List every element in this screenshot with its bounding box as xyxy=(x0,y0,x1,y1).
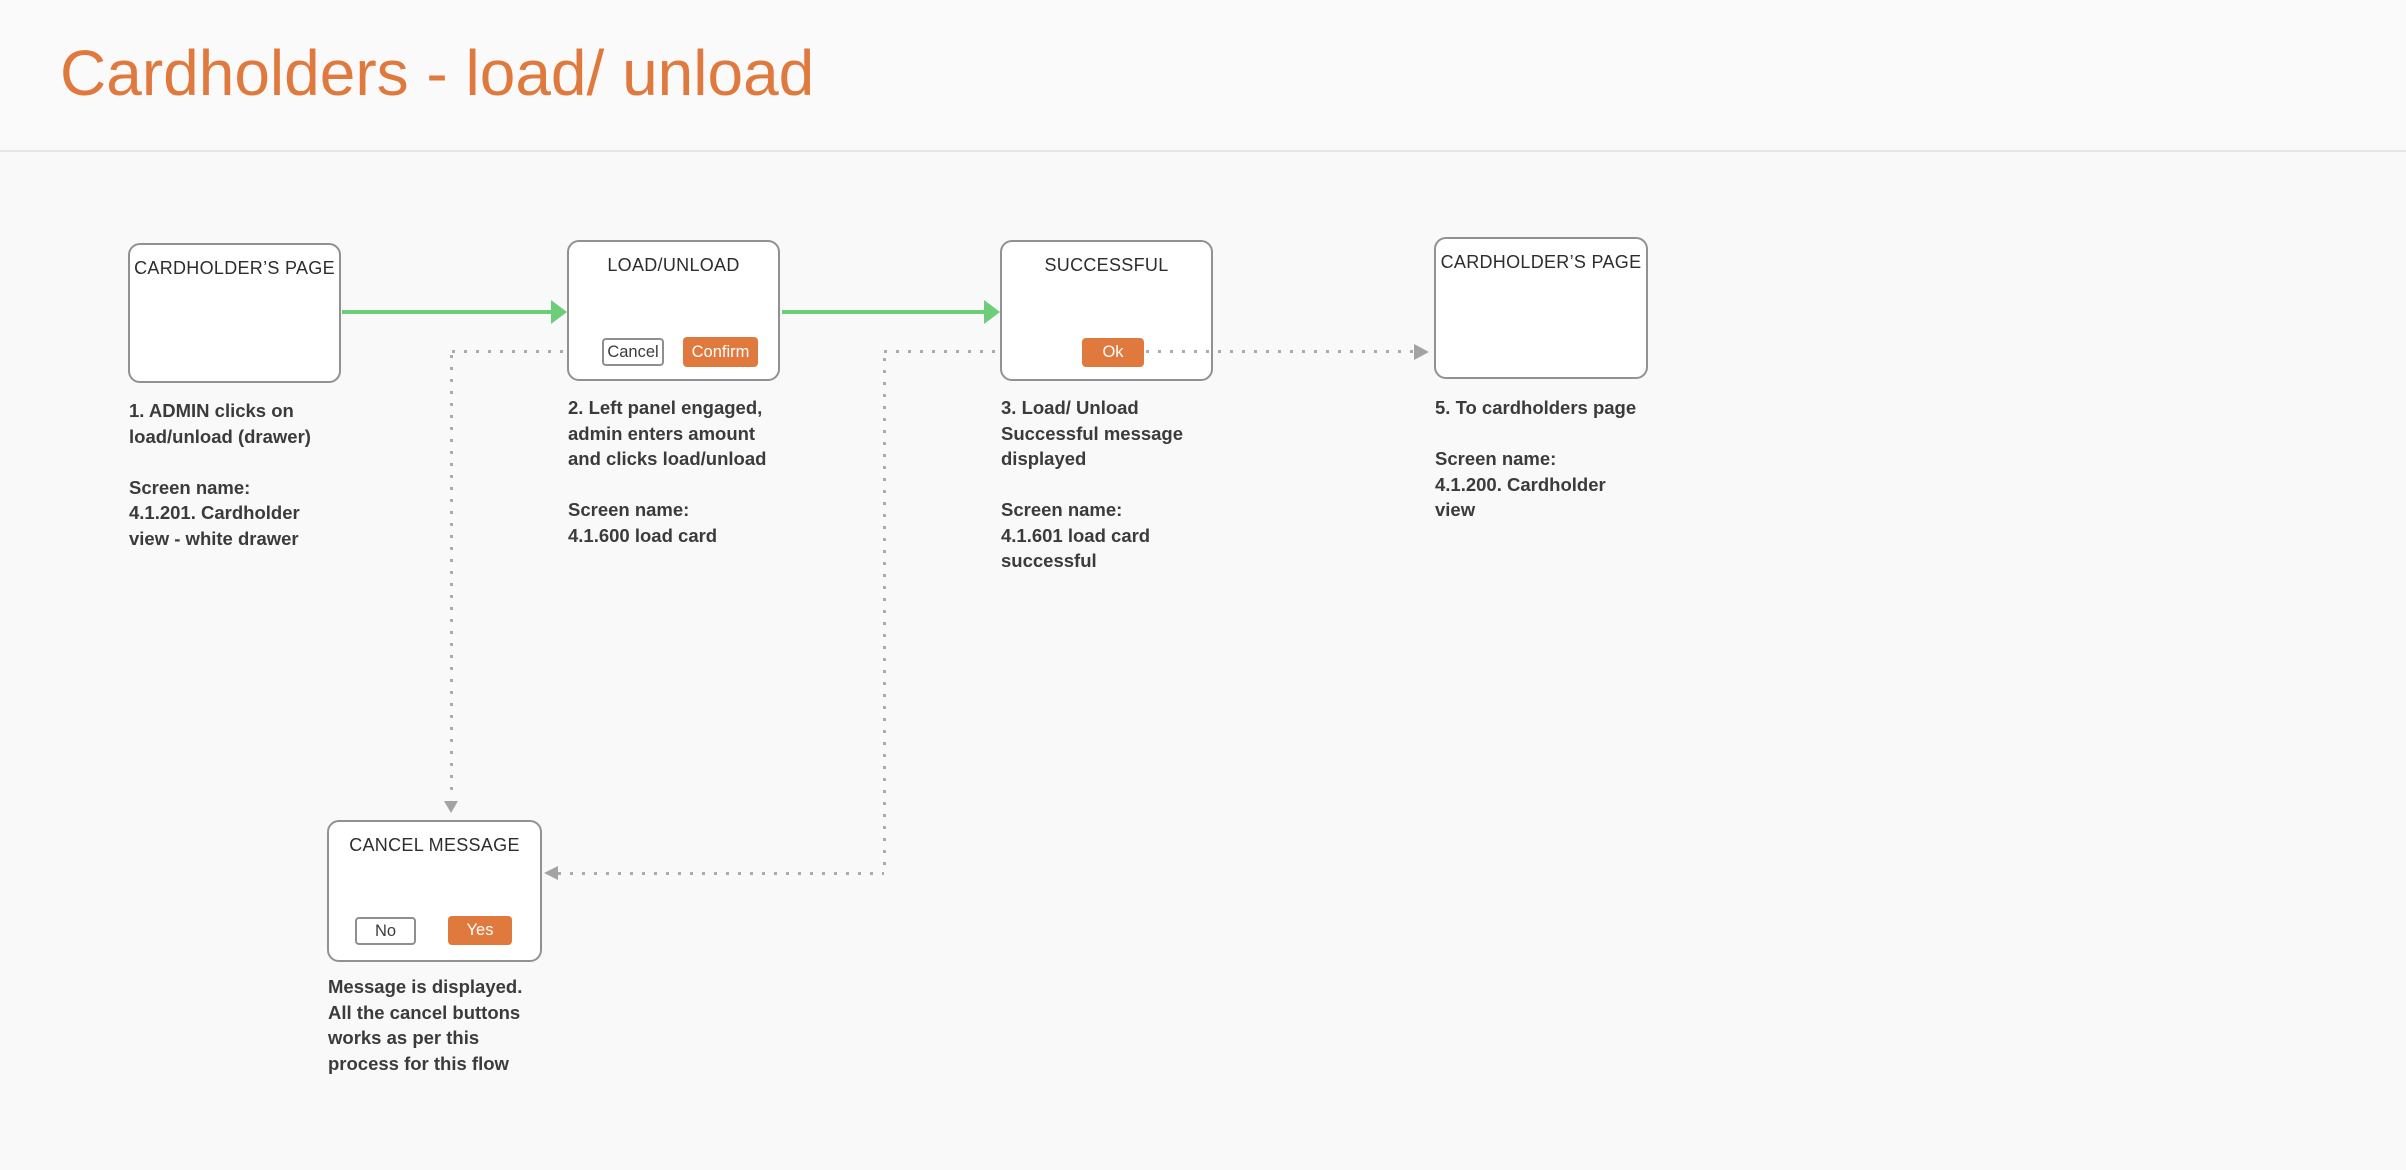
arrow-page1-to-loadunload-head xyxy=(551,300,567,324)
dotted-line-down-to-cancel-message xyxy=(450,355,453,798)
dotted-line-branch-vertical xyxy=(883,358,886,873)
arrowhead-down-into-cancel-message xyxy=(444,801,458,813)
dotted-line-branch-horizontal xyxy=(884,350,1000,353)
confirm-button[interactable]: Confirm xyxy=(683,337,758,367)
dotted-line-cancel-exit xyxy=(452,350,566,353)
dotted-line-into-cancel-message xyxy=(558,872,884,875)
arrowhead-right-into-cardholders-page xyxy=(1414,344,1429,360)
step-note-1: 1. ADMIN clicks on load/unload (drawer) … xyxy=(129,400,311,549)
flow-box-cardholders-page-2[interactable]: CARDHOLDER’S PAGE xyxy=(1434,237,1648,379)
flow-box-label: CARDHOLDER’S PAGE xyxy=(134,258,335,278)
dotted-line-ok-to-cardholders-page xyxy=(1146,350,1414,353)
flow-box-cardholders-page-1[interactable]: CARDHOLDER’S PAGE xyxy=(128,243,341,383)
arrow-loadunload-to-successful-head xyxy=(984,300,1000,324)
no-button[interactable]: No xyxy=(355,917,416,945)
arrowhead-left-into-cancel-message xyxy=(544,866,558,880)
step-note-5: 5. To cardholders page Screen name: 4.1.… xyxy=(1435,397,1637,520)
cancel-button[interactable]: Cancel xyxy=(602,338,664,366)
flow-box-label: LOAD/UNLOAD xyxy=(607,255,740,275)
flow-box-label: SUCCESSFUL xyxy=(1044,255,1169,275)
flow-box-label: CANCEL MESSAGE xyxy=(349,835,520,855)
ok-button[interactable]: Ok xyxy=(1082,338,1144,367)
cancel-message-note: Message is displayed. All the cancel but… xyxy=(328,976,523,1074)
arrow-page1-to-loadunload xyxy=(342,310,552,314)
step-note-3: 3. Load/ Unload Successful message displ… xyxy=(1001,397,1184,571)
header-divider xyxy=(0,150,2406,152)
step-note-2: 2. Left panel engaged, admin enters amou… xyxy=(568,397,767,546)
yes-button[interactable]: Yes xyxy=(448,916,512,945)
page-title: Cardholders - load/ unload xyxy=(60,37,815,109)
flow-box-label: CARDHOLDER’S PAGE xyxy=(1440,252,1642,272)
arrow-loadunload-to-successful xyxy=(782,310,985,314)
page-header: Cardholders - load/ unload xyxy=(0,0,2406,151)
